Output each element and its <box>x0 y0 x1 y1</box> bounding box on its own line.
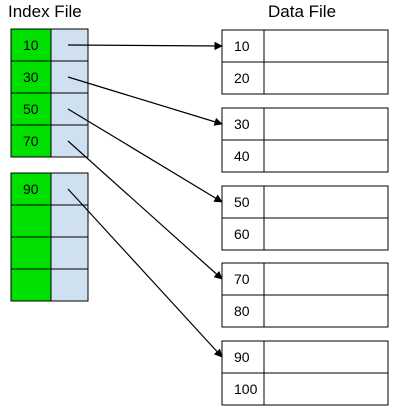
data-record: 90 <box>221 340 389 374</box>
data-record-cell <box>263 372 389 406</box>
data-block: 70 80 <box>221 262 389 328</box>
pointer-arrow <box>67 188 223 358</box>
pointer-arrow <box>67 108 223 203</box>
index-key-label: 70 <box>23 133 39 149</box>
pointer-arrow <box>67 140 223 280</box>
data-record: 50 <box>221 185 389 219</box>
index-key-cell <box>10 124 52 158</box>
data-block: 10 20 <box>221 29 389 95</box>
index-pointer-cell <box>50 124 89 158</box>
data-record-cell <box>263 107 389 141</box>
data-record: 40 <box>221 139 389 173</box>
data-record: 60 <box>221 217 389 251</box>
index-key-cell <box>10 28 52 62</box>
index-key-label: 10 <box>23 37 39 53</box>
data-record: 10 <box>221 29 389 63</box>
data-record-cell <box>263 29 389 63</box>
index-entry: 50 <box>10 92 89 126</box>
index-key-label: 30 <box>23 69 39 85</box>
index-key-cell <box>10 172 52 206</box>
index-entry <box>10 236 89 270</box>
data-key-cell <box>221 29 265 63</box>
data-key-label: 50 <box>234 194 250 210</box>
index-entry: 70 <box>10 124 89 158</box>
data-block: 30 40 <box>221 107 389 173</box>
data-key-label: 100 <box>234 381 258 397</box>
data-key-label: 40 <box>234 148 250 164</box>
data-key-label: 30 <box>234 116 250 132</box>
index-key-label: 50 <box>23 101 39 117</box>
data-record: 80 <box>221 294 389 328</box>
data-key-label: 10 <box>234 38 250 54</box>
data-record-cell <box>263 61 389 95</box>
data-record: 70 <box>221 262 389 296</box>
data-record: 20 <box>221 61 389 95</box>
data-key-cell <box>221 61 265 95</box>
pointer-arrow <box>67 41 223 51</box>
index-pointer-cell <box>50 172 89 206</box>
pointer-arrows <box>67 41 223 358</box>
index-pointer-cell <box>50 236 89 270</box>
index-entry: 30 <box>10 60 89 94</box>
index-entry: 90 <box>10 172 89 206</box>
index-entry: 10 <box>10 28 89 62</box>
index-file-blocks: 10 30 50 70 90 <box>10 28 89 302</box>
pointer-arrow <box>67 76 223 126</box>
index-block: 90 <box>10 172 89 302</box>
index-key-label: 90 <box>23 181 39 197</box>
data-record-cell <box>263 294 389 328</box>
data-block: 50 60 <box>221 185 389 251</box>
data-block: 90 100 <box>221 340 389 406</box>
data-record: 100 <box>221 372 389 406</box>
data-record: 30 <box>221 107 389 141</box>
index-pointer-cell <box>50 92 89 126</box>
index-pointer-cell <box>50 204 89 238</box>
data-key-cell <box>221 294 265 328</box>
data-file-blocks: 10 20 30 40 50 60 70 80 90 100 <box>221 29 389 406</box>
data-key-label: 90 <box>234 349 250 365</box>
data-key-cell <box>221 139 265 173</box>
data-key-label: 70 <box>234 271 250 287</box>
data-record-cell <box>263 262 389 296</box>
data-record-cell <box>263 217 389 251</box>
data-record-cell <box>263 185 389 219</box>
index-entry <box>10 268 89 302</box>
data-key-label: 60 <box>234 226 250 242</box>
index-key-cell <box>10 236 52 270</box>
data-key-cell <box>221 217 265 251</box>
index-file-title: Index File <box>8 2 82 21</box>
index-key-cell <box>10 268 52 302</box>
data-record-cell <box>263 139 389 173</box>
index-block: 10 30 50 70 <box>10 28 89 158</box>
data-record-cell <box>263 340 389 374</box>
index-entry <box>10 204 89 238</box>
data-file-title: Data File <box>268 2 336 21</box>
data-key-cell <box>221 262 265 296</box>
index-key-cell <box>10 204 52 238</box>
data-key-label: 80 <box>234 303 250 319</box>
index-pointer-cell <box>50 268 89 302</box>
data-key-label: 20 <box>234 70 250 86</box>
